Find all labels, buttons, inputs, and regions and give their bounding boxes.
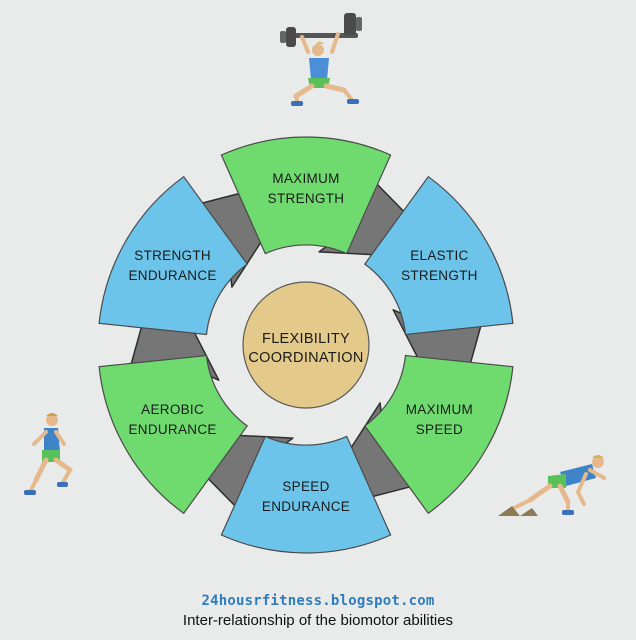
segment-aerobic-endurance xyxy=(98,354,249,515)
segment-label-line1: STRENGTH xyxy=(134,248,211,263)
segment-label-line1: SPEED xyxy=(282,479,329,494)
segment-elastic-strength xyxy=(363,175,514,336)
sprinter-illustration xyxy=(498,455,606,516)
segment-maximum-strength xyxy=(220,136,392,255)
segment-label-line2: STRENGTH xyxy=(268,191,345,206)
center-circle xyxy=(242,281,370,409)
segment-speed-endurance xyxy=(220,435,392,554)
segment-label-line2: STRENGTH xyxy=(401,268,478,283)
segment-label-line2: ENDURANCE xyxy=(128,422,216,437)
center-label-line1: FLEXIBILITY xyxy=(262,331,350,347)
segment-strength-endurance xyxy=(98,175,249,336)
segment-label-line1: ELASTIC xyxy=(410,248,468,263)
segment-label-line2: ENDURANCE xyxy=(262,499,350,514)
figure-caption: Inter-relationship of the biomotor abili… xyxy=(182,612,454,629)
segment-label-line1: MAXIMUM xyxy=(272,171,339,186)
center-label-line2: COORDINATION xyxy=(248,350,363,366)
runner-illustration xyxy=(24,413,73,495)
segment-label-line1: MAXIMUM xyxy=(406,402,473,417)
segments-layer: MAXIMUM STRENGTH ELASTIC STRENGTH MAXIMUM SPE… xyxy=(98,136,514,554)
website-url: 24housrfitness.blogspot.com xyxy=(201,593,435,609)
segment-label-line2: ENDURANCE xyxy=(128,268,216,283)
weightlifter-illustration xyxy=(280,13,362,106)
segment-maximum-speed xyxy=(363,354,514,515)
segment-label-line2: SPEED xyxy=(416,422,463,437)
segment-label-line1: AEROBIC xyxy=(141,402,204,417)
